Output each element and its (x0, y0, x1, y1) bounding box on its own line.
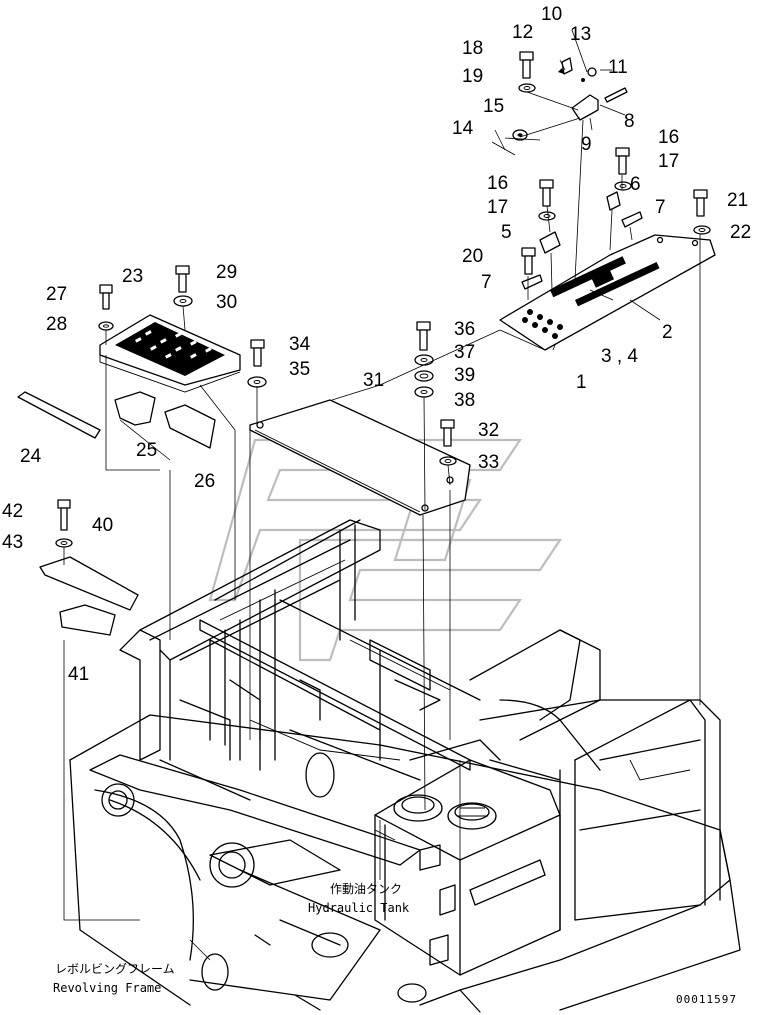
callout-2: 2 (662, 322, 673, 343)
callout-7a: 7 (655, 197, 666, 218)
washer-28-icon (98, 321, 114, 331)
washer-30-icon (173, 295, 193, 307)
callout-15: 15 (483, 96, 504, 117)
callout-36: 36 (454, 319, 475, 340)
bolt-32-icon (440, 419, 455, 447)
bolt-16b-icon (539, 179, 554, 207)
small-parts (17, 57, 643, 636)
callout-27: 27 (46, 284, 67, 305)
washer-17a-icon (614, 181, 632, 191)
callout-3-4: 3 , 4 (601, 346, 638, 367)
callout-18: 18 (462, 38, 483, 59)
bolt-29-icon (175, 265, 190, 293)
callout-1: 1 (576, 372, 587, 393)
part-31-cover-plate (249, 399, 471, 516)
callout-23: 23 (122, 266, 143, 287)
callout-22: 22 (730, 222, 751, 243)
bolt-21-icon (693, 189, 708, 217)
callout-42: 42 (2, 501, 23, 522)
washer-icons (55, 83, 711, 548)
hydraulic-tank-label-jp: 作動油タンク (330, 882, 402, 896)
document-id: 00011597 (676, 993, 737, 1006)
callout-9: 9 (581, 134, 592, 155)
callout-11: 11 (608, 57, 628, 78)
callout-41: 41 (68, 664, 89, 685)
callout-26: 26 (194, 471, 215, 492)
hydraulic-tank-label-en: Hydraulic Tank (308, 901, 410, 915)
leader-lines (63, 29, 701, 961)
part-1-panel (499, 234, 716, 351)
callout-39: 39 (454, 365, 475, 386)
callout-25: 25 (136, 440, 157, 461)
revolving-frame (69, 519, 741, 1013)
callout-24: 24 (20, 446, 42, 467)
bolt-icons (57, 51, 708, 531)
washer-43-icon (55, 538, 73, 548)
bolt-42-icon (57, 499, 71, 531)
callout-40: 40 (92, 515, 113, 536)
callout-20: 20 (462, 246, 483, 267)
washer-38-icon (414, 386, 434, 398)
bolt-20-icon (521, 247, 536, 275)
callout-8: 8 (624, 111, 635, 132)
callout-14: 14 (452, 118, 474, 139)
callout-10: 10 (541, 4, 562, 25)
text-labels: 作動油タンク Hydraulic Tank レボルビングフレーム Revolvi… (53, 882, 737, 1006)
callout-6: 6 (630, 174, 641, 195)
callout-12: 12 (512, 22, 533, 43)
part-23-grate (99, 314, 241, 393)
washer-39-icon (414, 370, 434, 382)
revolving-frame-label-en: Revolving Frame (53, 981, 161, 995)
callout-35: 35 (289, 359, 310, 380)
callout-29: 29 (216, 262, 237, 283)
washer-17b-icon (538, 211, 556, 221)
callout-31: 31 (363, 370, 384, 391)
revolving-frame-label-jp: レボルビングフレーム (55, 962, 175, 976)
callout-5: 5 (501, 222, 512, 243)
callout-28: 28 (46, 314, 67, 335)
washer-35-icon (247, 376, 267, 388)
callout-30: 30 (216, 292, 237, 313)
callout-17a: 17 (658, 151, 679, 172)
callout-16b: 16 (487, 173, 508, 194)
callouts: 10 12 13 18 11 19 15 8 14 9 16 17 16 6 1… (2, 4, 751, 685)
callout-32: 32 (478, 420, 499, 441)
callout-38: 38 (454, 390, 475, 411)
bolt-18-icon (519, 51, 534, 79)
callout-37: 37 (454, 342, 475, 363)
callout-17b: 17 (487, 197, 508, 218)
washer-19-icon (518, 83, 536, 93)
callout-16a: 16 (658, 127, 679, 148)
callout-34: 34 (289, 334, 311, 355)
callout-13: 13 (570, 24, 591, 45)
bolt-36-icon (416, 321, 431, 351)
bolt-16a-icon (615, 147, 630, 175)
washer-33-icon (439, 456, 457, 466)
bolt-34-icon (250, 339, 265, 367)
hydraulic-tank (374, 759, 561, 976)
washer-37-icon (414, 354, 434, 366)
callout-7b: 7 (481, 272, 492, 293)
washer-22-icon (693, 225, 711, 235)
callout-21: 21 (727, 190, 748, 211)
callout-19: 19 (462, 66, 483, 87)
callout-33: 33 (478, 452, 499, 473)
bolt-27-icon (99, 284, 113, 310)
callout-43: 43 (2, 532, 23, 553)
